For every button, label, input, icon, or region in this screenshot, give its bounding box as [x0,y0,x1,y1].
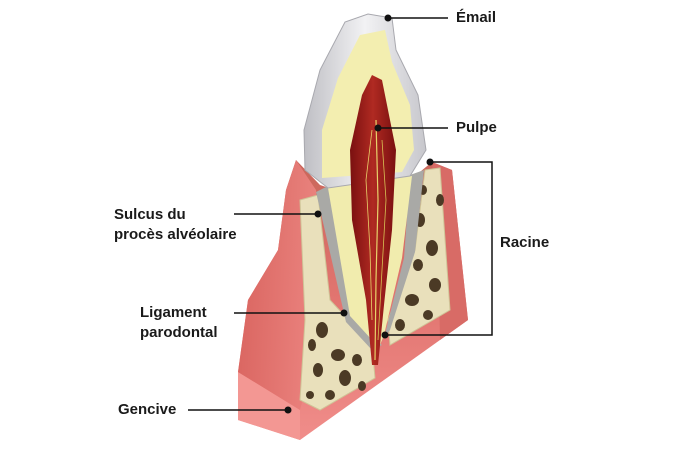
label-racine: Racine [500,234,550,251]
label-ligament-line2: parodontal [140,324,218,341]
marker-email [384,14,392,22]
marker-sulcus [314,210,322,218]
label-pulpe: Pulpe [456,119,497,136]
racine-bracket [385,161,493,336]
marker-gencive [284,406,292,414]
marker-racine-bottom [381,331,389,339]
label-sulcus-line1: Sulcus du [114,206,186,223]
label-sulcus-line2: procès alvéolaire [114,226,237,243]
marker-pulpe [374,124,382,132]
label-email: Émail [456,9,497,26]
marker-racine-top [426,158,434,166]
alveolar-bone [299,167,451,411]
periodontal-ligament [316,170,424,350]
pulp-chamber [350,75,396,365]
label-ligament-line1: Ligament [140,304,207,321]
marker-ligament [340,309,348,317]
leader-lines [188,17,493,411]
label-gencive: Gencive [118,401,177,418]
